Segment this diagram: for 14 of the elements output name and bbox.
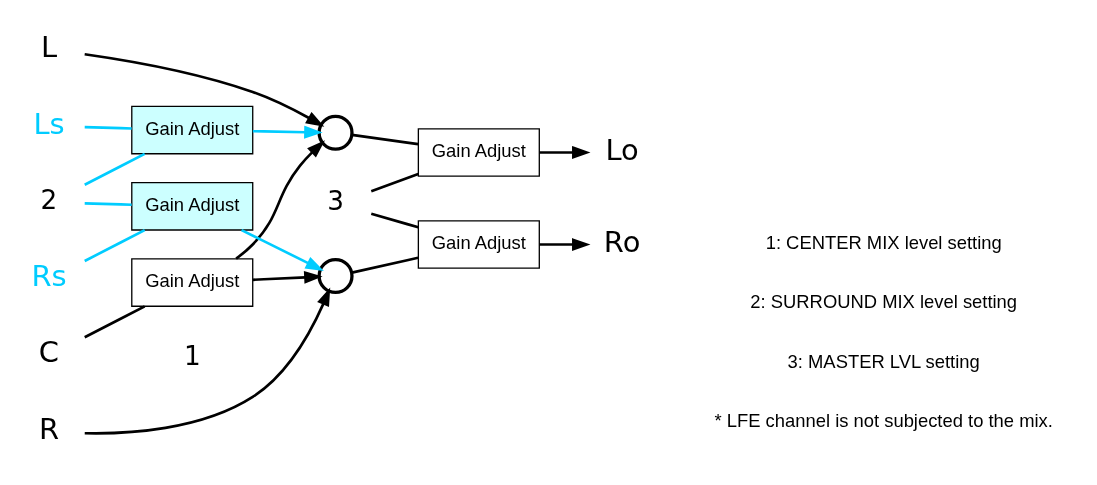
label: * LFE channel is not subjected to the mix. — [714, 409, 1053, 431]
label: 2: SURROUND MIX level setting — [750, 291, 1018, 313]
node-text: Ro — [603, 224, 641, 259]
node-text: Rs — [31, 259, 67, 294]
node-text: C — [38, 335, 60, 370]
label: 1: CENTER MIX level setting — [765, 232, 1002, 254]
node-text: Lo — [605, 132, 639, 167]
label: 1 — [183, 341, 201, 372]
node-text: 3 — [327, 186, 344, 217]
node-text: Ls — [33, 106, 65, 141]
node-text: R — [38, 411, 60, 446]
node-text: L — [40, 30, 58, 65]
label: 3: MASTER LVL setting — [787, 350, 980, 372]
node-text: 2 — [40, 184, 58, 215]
